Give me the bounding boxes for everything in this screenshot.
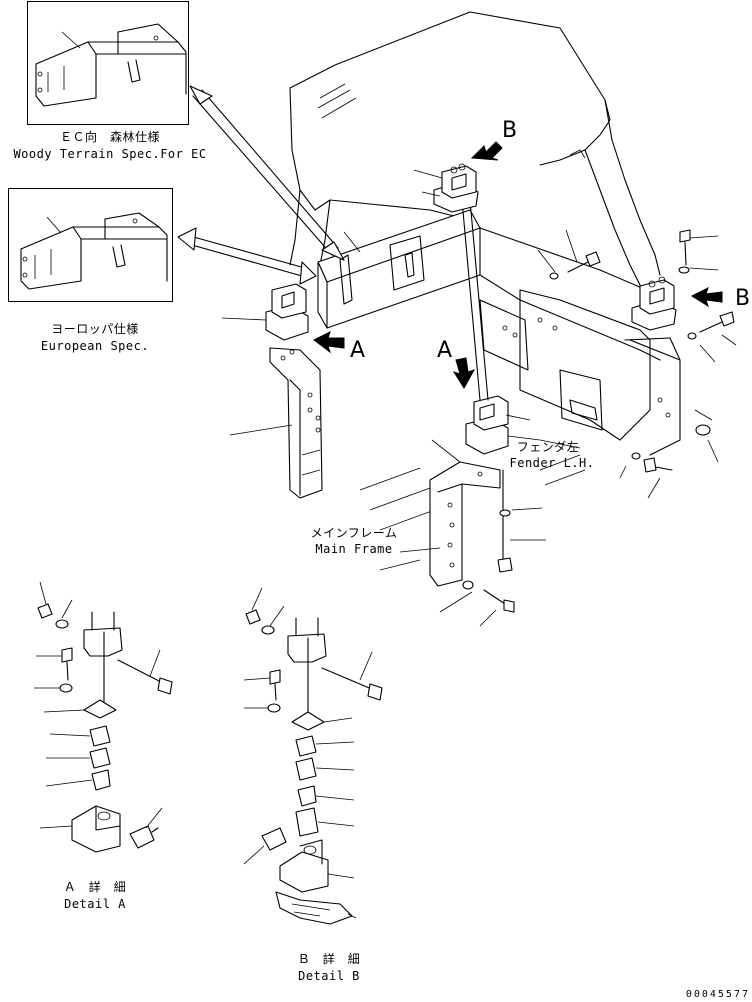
- left-cab-mount: [265, 283, 309, 341]
- inset-eu-drawing: [20, 212, 168, 290]
- inset-ec-drawing: [35, 23, 187, 107]
- detail-a-assembly: [34, 581, 173, 853]
- main-frame: [317, 209, 681, 531]
- main-frame-label-en: Main Frame: [315, 542, 393, 556]
- center-mount-bracket: [429, 461, 501, 587]
- inset-european-spec: [8, 188, 173, 302]
- inset-eu-label-en: European Spec.: [40, 339, 150, 353]
- fasteners-upper-right: [462, 229, 735, 613]
- detail-b-title-jp: Ｂ 詳 細: [297, 952, 361, 966]
- inset-pointer-eu: [177, 227, 317, 285]
- drawing-number: 00045577: [685, 989, 750, 1000]
- inset-pointer-ec: [189, 85, 345, 261]
- leader-lines: [221, 169, 737, 627]
- cab-outline: [289, 11, 661, 286]
- arrow-b-right: [690, 287, 723, 308]
- inset-woody-terrain-ec: [27, 1, 189, 125]
- right-cab-mount: [631, 276, 677, 331]
- callout-b-top: B: [502, 118, 518, 143]
- fender-label-en: Fender L.H.: [509, 456, 595, 470]
- inset-ec-label-jp: ＥＣ向 森林仕様: [59, 130, 160, 144]
- callout-a-left: A: [350, 338, 366, 363]
- top-cab-mount: [433, 163, 479, 213]
- detail-a-title-jp: Ａ 詳 細: [63, 880, 127, 894]
- inset-ec-label-en: Woody Terrain Spec.For EC: [13, 147, 207, 161]
- detail-b-title-en: Detail B: [298, 969, 360, 983]
- main-frame-label-jp: メインフレーム: [310, 526, 398, 540]
- arrow-a-center: [452, 357, 476, 389]
- center-cab-mount: [461, 199, 509, 455]
- detail-a-title-en: Detail A: [64, 897, 126, 911]
- callout-b-right: B: [735, 286, 751, 311]
- callout-a-center: A: [437, 338, 453, 363]
- arrow-b-top: [470, 141, 503, 161]
- arrow-a-left: [313, 331, 345, 354]
- inset-eu-label-jp: ヨーロッパ仕様: [51, 322, 139, 336]
- fender-label-jp: フェンダ左: [516, 440, 580, 454]
- detail-b-assembly: [243, 587, 383, 925]
- left-mount-bracket: [269, 347, 323, 499]
